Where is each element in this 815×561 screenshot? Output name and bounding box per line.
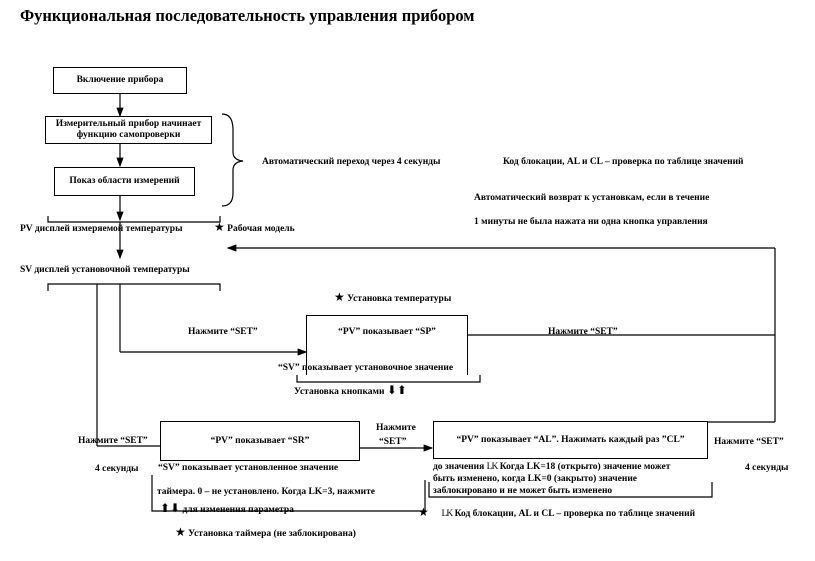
label-lock-code: Код блокации, AL и CL – проверка по табл… — [503, 157, 744, 167]
node-pv-sp: “PV” показывает “SP” — [306, 315, 468, 375]
lk-symbol: LK — [486, 462, 499, 472]
node-sv-display: SV дисплей установочной температуры — [20, 265, 190, 275]
node-range-label: Показ области измерений — [69, 176, 180, 186]
buttons-setting-label: Установка кнопками ⬇⬆ — [294, 383, 407, 398]
label-auto-return-1: Автоматический возврат к установкам, есл… — [474, 193, 710, 203]
node-power-on: Включение прибора — [53, 67, 187, 94]
label-press-set-left: Нажмите “SET” — [188, 327, 258, 337]
buttons-setting-text: Установка кнопками — [294, 387, 385, 397]
label-al-line2: быть изменено, когда LK=0 (закрыто) знач… — [433, 474, 638, 484]
al-value-line: до значения LK Когда LK=18 (открыто) зна… — [433, 462, 670, 473]
star-icon: ★ — [175, 525, 186, 539]
al-value-rest: Когда LK=18 (открыто) значение может — [499, 462, 671, 472]
working-model-label: ★ Рабочая модель — [214, 220, 295, 235]
label-press-set-right: Нажмите “SET” — [548, 327, 618, 337]
node-pv-display: PV дисплей измеряемой температуры — [20, 224, 183, 234]
label-four-sec-right: 4 секунды — [745, 463, 789, 473]
node-pv-sr-label: “PV” показывает “SR” — [210, 435, 310, 446]
star-icon: ★ — [418, 505, 429, 519]
node-pv-al: “PV” показывает “AL”. Нажимать каждый ра… — [433, 421, 708, 459]
temp-setting-text: Установка температуры — [347, 294, 452, 304]
node-self-test-line2: функцию самопроверки — [76, 130, 181, 140]
timer-setting-label: ★ Установка таймера (не заблокирована) — [175, 525, 356, 540]
star-icon: ★ — [334, 290, 345, 304]
label-press-set-mid-1: Нажмите — [376, 423, 416, 433]
label-al-line3: заблокировано и не может быть изменено — [433, 486, 613, 496]
node-self-test-line1: Измерительный прибор начинает — [55, 119, 202, 129]
label-press-set-mid-2: “SET” — [379, 437, 407, 447]
sp-bracket — [296, 375, 481, 383]
label-press-set-bottom-left: Нажмите “SET” — [78, 436, 148, 446]
node-pv-al-label: “PV” показывает “AL”. Нажимать каждый ра… — [456, 434, 685, 445]
node-pv-sp-label: “PV” показывает “SP” — [338, 327, 436, 337]
lk-symbol: LK — [441, 509, 454, 519]
node-range: Показ области измерений — [54, 167, 195, 196]
brace-auto-transition — [221, 113, 244, 207]
label-four-sec-left: 4 секунды — [95, 464, 139, 474]
label-auto-transition: Автоматический переход через 4 секунды — [262, 157, 441, 167]
timer-setting-text: Установка таймера (не заблокирована) — [188, 529, 356, 539]
working-model-text: Рабочая модель — [227, 224, 295, 234]
label-press-set-bottom-right: Нажмите “SET” — [714, 437, 784, 447]
sv-bracket — [47, 283, 221, 291]
al-bracket — [428, 482, 713, 498]
page-title: Функциональная последовательность управл… — [20, 6, 475, 25]
label-sv-set-value: “SV” показывает установочное значение — [278, 363, 454, 373]
temp-setting-label: ★ Установка температуры — [334, 290, 452, 305]
change-param-text: для изменения параметра — [182, 505, 294, 515]
arrows-up-down-icon: ⬆⬇ — [160, 501, 181, 515]
al-value-prefix: до значения — [433, 462, 485, 472]
bottom-lock-code-text: Код блокации, AL и CL – проверка по табл… — [454, 509, 696, 519]
sr-bracket — [151, 475, 426, 512]
bottom-lock-code-label: ★ LK Код блокации, AL и CL – проверка по… — [418, 505, 696, 520]
node-pv-sr: “PV” показывает “SR” — [160, 421, 360, 461]
change-param-label: ⬆⬇ для изменения параметра — [160, 501, 294, 516]
label-sv-shows-set-value: “SV” показывает установленное значение — [158, 463, 339, 473]
pv-bracket — [47, 216, 221, 223]
star-icon: ★ — [214, 220, 225, 234]
node-power-on-label: Включение прибора — [76, 75, 164, 85]
node-self-test: Измерительный прибор начинает функцию са… — [45, 116, 212, 144]
label-timer-line: таймера. 0 – не установлено. Когда LK=3,… — [157, 487, 376, 497]
arrows-down-up-icon: ⬇⬆ — [386, 383, 407, 397]
label-auto-return-2: 1 минуты не была нажата ни одна кнопка у… — [474, 217, 708, 227]
